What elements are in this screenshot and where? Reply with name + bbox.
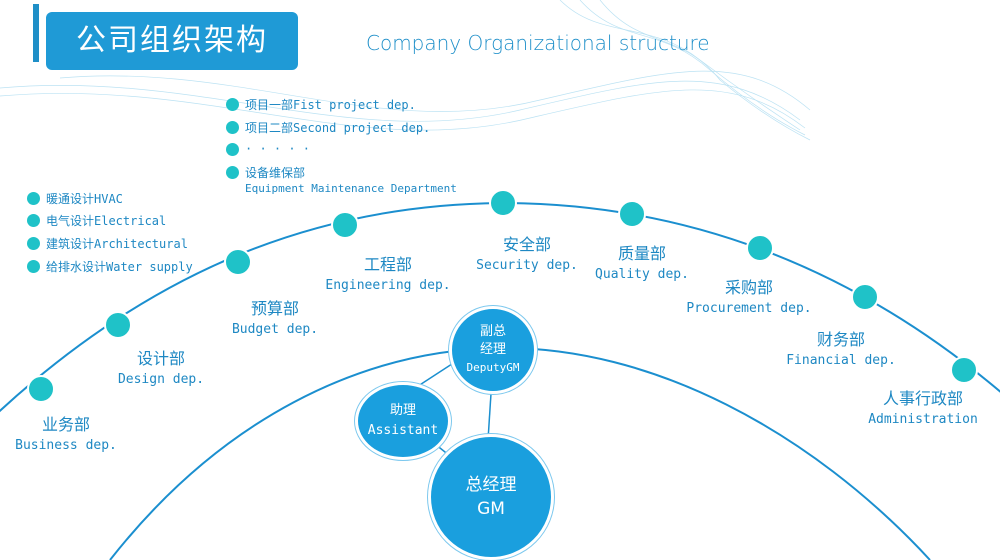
page-title: 公司组织架构 [46,12,298,70]
bullet-dot [226,121,239,134]
node-label: 经理 [479,342,506,357]
design-item-hvac: 暖通设计HVAC [27,190,123,207]
bullet-dot [27,237,40,250]
project-item-2: 项目二部Second project dep. [226,119,430,136]
project-item-maintenance: 设备维保部 [226,164,305,181]
bullet-dot [27,260,40,273]
dept-quality: 质量部 Quality dep. [595,243,689,285]
dept-zh-label: 采购部 [724,278,774,297]
dept-en-label: Administration [868,412,978,427]
dept-en-label: Budget dep. [231,322,319,337]
dept-dot-business [27,375,55,403]
project-item-1: 项目一部Fist project dep. [226,96,416,113]
dept-zh-label: 安全部 [502,235,551,254]
dept-design: 设计部 Design dep. [118,348,204,390]
node-label: DeputyGM [466,361,520,374]
dept-dot-budget [224,248,252,276]
dept-administration: 人事行政部 Administration [868,388,978,430]
node-gm: 总经理 GM [428,434,554,560]
dept-zh-label: 人事行政部 [882,389,964,408]
design-item-architectural: 建筑设计Architectural [27,235,188,252]
dept-budget: 预算部 Budget dep. [232,298,318,340]
dept-en-label: Security dep. [476,258,578,273]
dept-security: 安全部 Security dep. [476,234,578,276]
dept-dot-engineering [331,211,359,239]
decorative-waves [0,0,811,141]
dept-zh-label: 设计部 [136,349,185,368]
dept-zh-label: 工程部 [363,255,413,274]
dept-dot-financial [851,283,879,311]
dept-zh-label: 质量部 [617,244,667,263]
bullet-dot [226,98,239,111]
dept-procurement: 采购部 Procurement dep. [686,277,811,319]
dept-engineering: 工程部 Engineering dep. [325,254,450,296]
node-deputy-gm: 副总 经理 DeputyGM [449,306,537,394]
design-item-electrical: 电气设计Electrical [27,212,166,229]
bullet-dot [226,166,239,179]
design-item-water: 给排水设计Water supply [27,258,193,275]
bullet-dot [27,192,40,205]
node-label: Assistant [367,423,439,438]
dept-en-label: Business dep. [15,438,117,453]
dept-dot-security [489,189,517,217]
node-label: GM [477,499,505,519]
dept-dot-design [104,311,132,339]
dept-zh-label: 财务部 [816,330,866,349]
dept-financial: 财务部 Financial dep. [786,329,896,371]
dept-en-label: Quality dep. [595,267,689,282]
node-label: 副总 [479,324,506,339]
dept-en-label: Engineering dep. [325,278,451,293]
dept-en-label: Financial dep. [786,353,896,368]
maintenance-en-label: Equipment Maintenance Department [245,182,457,195]
dept-business: 业务部 Business dep. [15,414,117,456]
dept-dot-quality [618,200,646,228]
dept-zh-label: 预算部 [250,299,299,318]
bullet-dot [27,214,40,227]
dept-en-label: Design dep. [117,372,205,387]
node-label: 总经理 [465,475,517,495]
bullet-dot [226,142,239,156]
node-label: 助理 [389,403,416,418]
dept-en-label: Procurement dep. [686,301,812,316]
node-assistant: 助理 Assistant [355,382,451,460]
dept-dot-administration [950,356,978,384]
dept-zh-label: 业务部 [41,415,90,434]
title-accent-bar [33,4,39,62]
project-item-more: · · · · · [226,142,310,156]
page-subtitle: Company Organizational structure [366,31,710,55]
dept-dot-procurement [746,234,774,262]
